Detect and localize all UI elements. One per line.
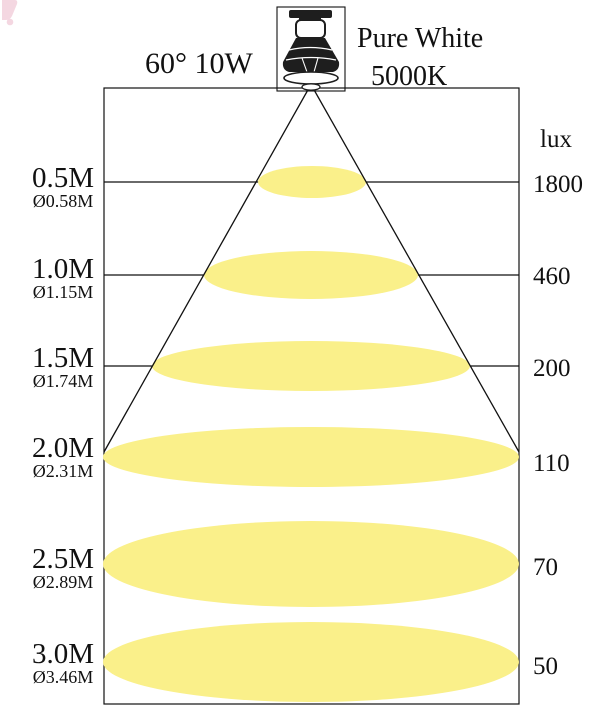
distance-label-0-5m: 0.5M Ø0.58M [18, 162, 108, 211]
distance-label-1-0m: 1.0M Ø1.15M [18, 253, 108, 302]
beam-spot-3-0m [103, 622, 519, 702]
gu10-led-bulb-icon [282, 10, 340, 91]
distance-label-1-5m: 1.5M Ø1.74M [18, 342, 108, 391]
lux-value-2-0m: 110 [533, 450, 570, 477]
color-name-label: Pure White [357, 23, 484, 54]
logo-fragment-icon [2, 0, 18, 26]
distance-value: 0.5M [31, 162, 95, 194]
beam-spot-2-5m [103, 521, 519, 607]
distance-label-3-0m: 3.0M Ø3.46M [18, 638, 108, 687]
beam-spot-1-5m [152, 341, 470, 391]
lux-heading: lux [540, 126, 572, 153]
beam-spot-0-5m [258, 166, 366, 198]
distance-value: 1.0M [31, 253, 95, 285]
distance-value: 2.5M [31, 543, 95, 575]
diameter-value: Ø2.31M [32, 461, 94, 481]
beam-spot-2-0m [103, 427, 519, 487]
distance-value: 1.5M [31, 342, 95, 374]
lux-value-0-5m: 1800 [533, 171, 583, 198]
diameter-value: Ø0.58M [32, 191, 94, 211]
distance-value: 2.0M [31, 432, 95, 464]
distance-label-2-0m: 2.0M Ø2.31M [18, 432, 108, 481]
lux-value-1-0m: 460 [533, 263, 571, 290]
bulb-box [276, 6, 346, 92]
distance-label-2-5m: 2.5M Ø2.89M [18, 543, 108, 592]
color-temperature-label: 5000K [371, 61, 448, 92]
beam-spot-1-0m [204, 251, 418, 299]
lux-value-1-5m: 200 [533, 355, 571, 382]
beam-angle-power-label: 60° 10W [145, 47, 253, 80]
lux-value-2-5m: 70 [533, 554, 558, 581]
diameter-value: Ø2.89M [32, 572, 94, 592]
beam-edge-left [103, 87, 310, 453]
diameter-value: Ø1.74M [32, 371, 94, 391]
lux-value-3-0m: 50 [533, 653, 558, 680]
beam-edge-right [312, 87, 520, 453]
diameter-value: Ø3.46M [32, 667, 94, 687]
diameter-value: Ø1.15M [32, 282, 94, 302]
distance-value: 3.0M [31, 638, 95, 670]
